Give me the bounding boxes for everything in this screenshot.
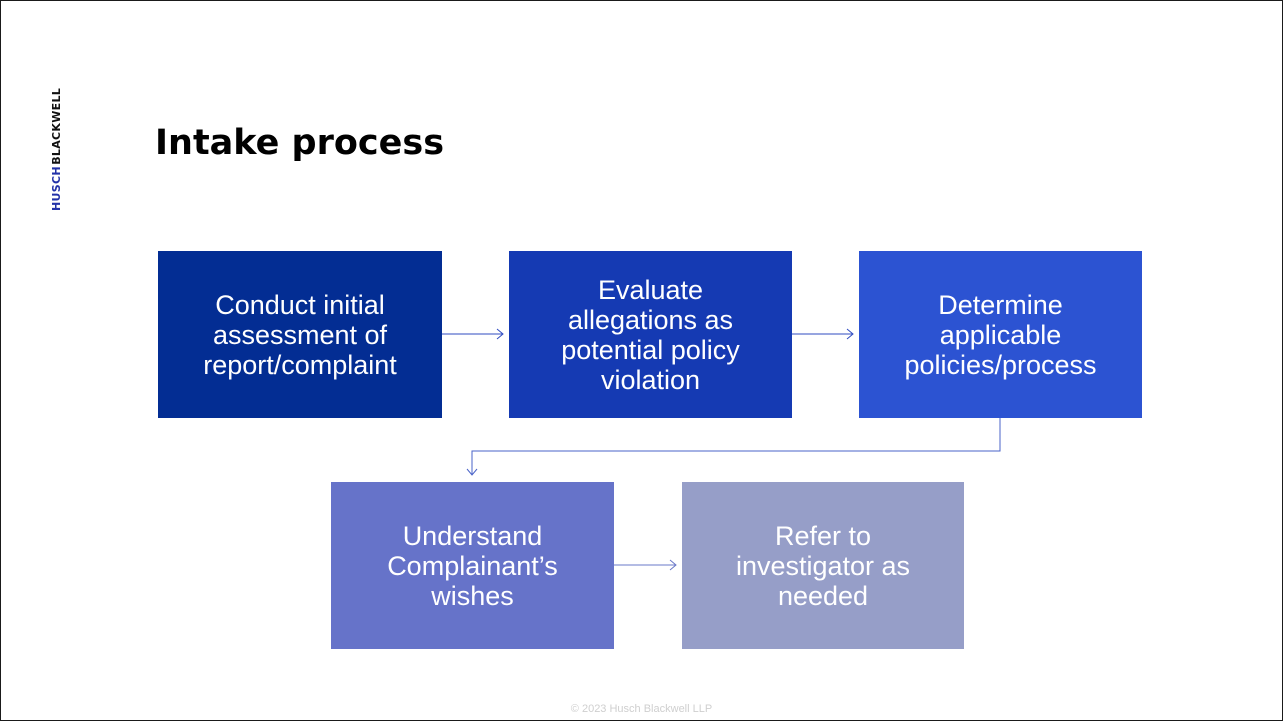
step-label: Refer to investigator as needed <box>735 520 911 611</box>
step-determine-policies: Determine applicable policies/process <box>859 251 1142 418</box>
copyright-footer: © 2023 Husch Blackwell LLP <box>570 703 713 715</box>
step-understand-complainant-wishes: Understand Complainant’s wishes <box>331 482 614 649</box>
step-label: Determine applicable policies/process <box>904 289 1097 380</box>
slide-title: Intake process <box>155 123 445 163</box>
arrowhead-1-to-2 <box>496 328 504 340</box>
arrow-3-to-4 <box>471 418 1001 475</box>
step-label: Evaluate allegations as potential policy… <box>561 274 740 395</box>
step-label: Understand Complainant’s wishes <box>387 520 558 611</box>
arrowhead-3-to-4 <box>466 468 478 476</box>
step-evaluate-allegations: Evaluate allegations as potential policy… <box>509 251 792 418</box>
arrowhead-2-to-3 <box>846 328 854 340</box>
step-refer-to-investigator: Refer to investigator as needed <box>682 482 964 649</box>
arrowhead-4-to-5 <box>669 559 677 571</box>
step-label: Conduct initial assessment of report/com… <box>203 289 397 380</box>
step-conduct-initial-assessment: Conduct initial assessment of report/com… <box>158 251 442 418</box>
